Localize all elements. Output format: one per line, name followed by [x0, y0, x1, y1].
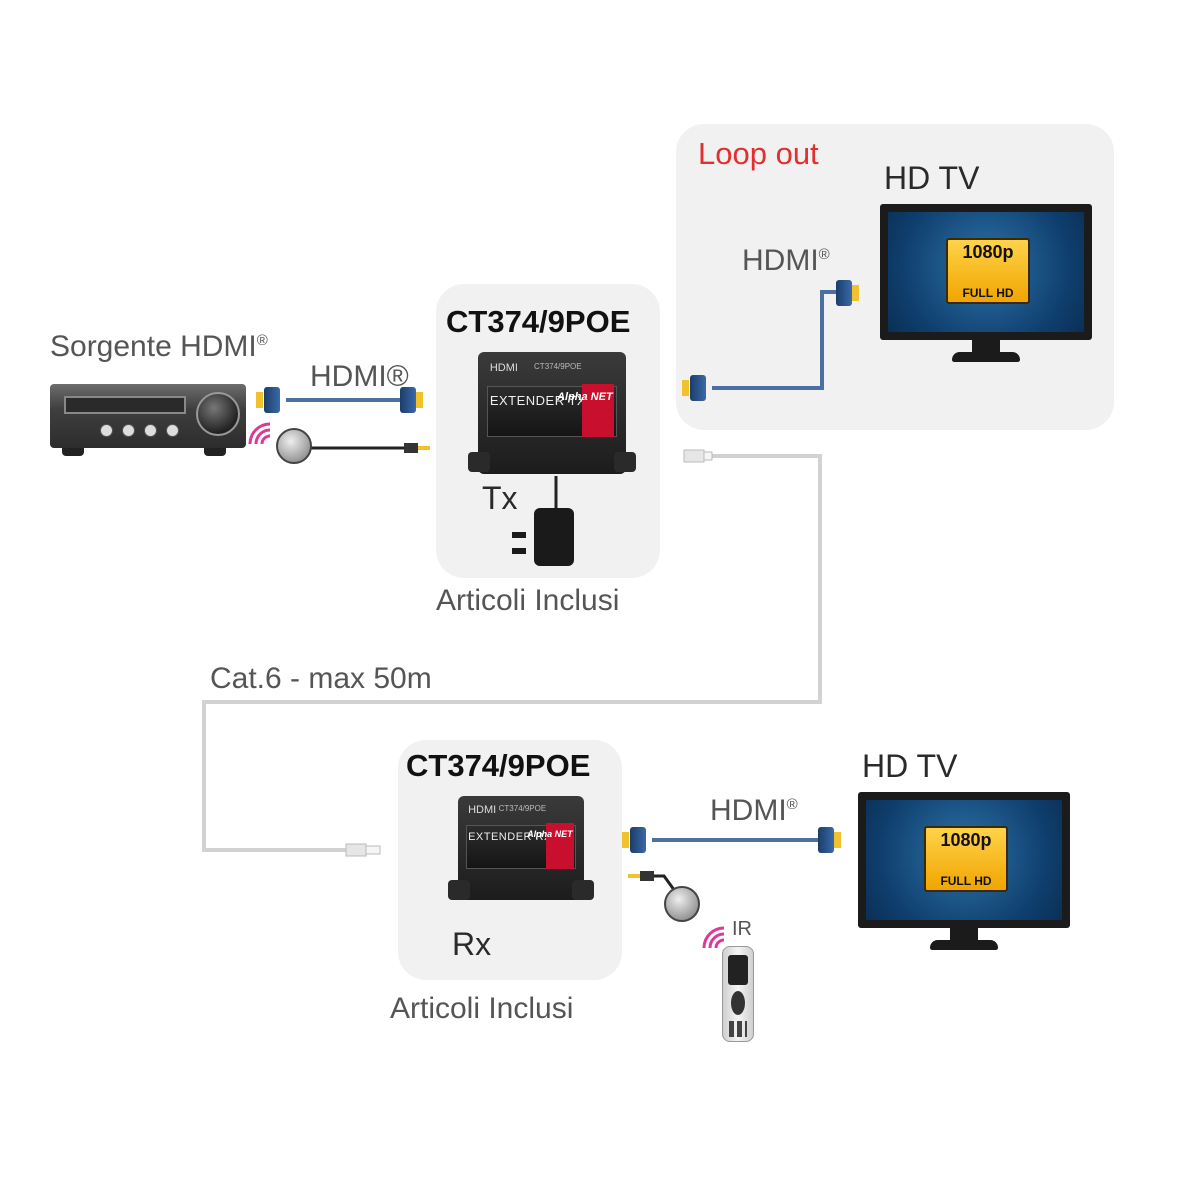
- hdmi-loop-label: HDMI®: [742, 244, 830, 278]
- hdmi-plug-tv-bottom: [818, 827, 834, 853]
- hdmi-cable-loop: [712, 290, 842, 390]
- receiver-button: [122, 424, 135, 437]
- badge-format: FULL HD: [940, 874, 992, 888]
- rj45-connector-tx: [683, 449, 713, 463]
- tx-extender-device: HDMI CT374/9POE EXTENDER TX Alpha NET: [468, 352, 636, 474]
- ir-jack-rx: [628, 871, 654, 881]
- hdmi-plug-tip: [416, 392, 423, 408]
- receiver-foot: [62, 448, 84, 456]
- adapter-prong: [512, 532, 526, 538]
- device-logo: Alpha NET: [527, 829, 573, 840]
- hdmi-plug-rx-out: [630, 827, 646, 853]
- hdmi-plug-source: [264, 387, 280, 413]
- registered-mark: ®: [256, 332, 268, 349]
- hdmi-plug-tip: [682, 380, 689, 396]
- badge-resolution: 1080p: [962, 242, 1014, 262]
- receiver-button: [144, 424, 157, 437]
- hdmi-plug-tx-in: [400, 387, 416, 413]
- rx-role-label: Rx: [452, 926, 492, 962]
- receiver-button: [100, 424, 113, 437]
- hdmi-source-link-label: HDMI®: [310, 360, 409, 393]
- tx-model-title: CT374/9POE: [446, 304, 631, 339]
- tv-stand-base: [930, 940, 998, 950]
- device-logo-block: [546, 823, 574, 869]
- remote-keys: [729, 1021, 747, 1037]
- receiver-foot: [204, 448, 226, 456]
- hdmi-loop-label-text: HDMI: [742, 244, 819, 277]
- tv-stand-neck: [972, 340, 1000, 354]
- hdtv-bottom: 1080p FULL HD: [858, 792, 1070, 928]
- device-brand: HDMI: [489, 361, 518, 374]
- device-extender-text: EXTENDER RX: [468, 831, 552, 844]
- hdmi-source-receiver: [50, 384, 246, 448]
- ir-receiver-eye-tx: [276, 428, 312, 464]
- hdmi-plug-tip: [834, 832, 841, 848]
- mount-ear: [572, 880, 594, 900]
- badge-resolution: 1080p: [940, 830, 992, 850]
- device-model-small: CT374/9POE: [498, 804, 547, 814]
- receiver-display: [64, 396, 186, 414]
- hdmi-plug-tip: [622, 832, 629, 848]
- tx-role-label: Tx: [482, 480, 518, 516]
- device-model-small: CT374/9POE: [534, 361, 582, 371]
- receiver-knob: [196, 392, 240, 436]
- registered-mark: ®: [818, 246, 830, 263]
- hdmi-plug-tip: [852, 285, 859, 301]
- device-logo: Alpha NET: [557, 391, 613, 404]
- ir-receiver-eye-rx: [664, 886, 700, 922]
- receiver-button: [166, 424, 179, 437]
- ir-jack-tx: [404, 443, 430, 453]
- rj45-connector-rx: [345, 843, 381, 857]
- power-adapter: [534, 508, 574, 566]
- hdmi-plug-loop-out: [690, 375, 706, 401]
- hdmi-rx-label: HDMI®: [710, 794, 798, 828]
- remote-dpad: [731, 991, 745, 1015]
- ir-label: IR: [732, 918, 752, 940]
- source-label-text: Sorgente HDMI: [50, 330, 257, 363]
- mount-ear: [614, 452, 636, 472]
- ir-waves-remote: [702, 926, 725, 949]
- device-extender-text: EXTENDER TX: [489, 393, 587, 409]
- loop-out-label: Loop out: [698, 136, 819, 171]
- cable-label: Cat.6 - max 50m: [210, 662, 432, 695]
- ir-waves-source: [248, 422, 271, 445]
- remote-screen: [728, 955, 748, 985]
- hdmi-rx-label-text: HDMI: [710, 794, 787, 827]
- remote-control: [722, 946, 754, 1042]
- rx-model-title: CT374/9POE: [406, 748, 591, 783]
- hdtv-bottom-label: HD TV: [862, 748, 958, 784]
- hdtv-top-label: HD TV: [884, 160, 980, 196]
- mount-ear: [468, 452, 490, 472]
- hdtv-top: 1080p FULL HD: [880, 204, 1092, 340]
- rx-included-label: Articoli Inclusi: [390, 992, 574, 1025]
- device-logo-block: [581, 383, 615, 438]
- source-label: Sorgente HDMI®: [50, 330, 268, 364]
- device-brand: HDMI: [468, 804, 497, 817]
- mount-ear: [448, 880, 470, 900]
- resolution-badge: 1080p FULL HD: [924, 826, 1008, 892]
- hdmi-plug-tip: [256, 392, 263, 408]
- rx-extender-device: HDMI CT374/9POE EXTENDER RX Alpha NET: [448, 796, 594, 900]
- tv-stand-neck: [950, 928, 978, 942]
- badge-format: FULL HD: [962, 286, 1014, 300]
- registered-mark: ®: [786, 796, 798, 813]
- adapter-prong: [512, 548, 526, 554]
- cat6-cable: [202, 454, 822, 852]
- resolution-badge: 1080p FULL HD: [946, 238, 1030, 304]
- hdmi-plug-tv-top: [836, 280, 852, 306]
- tx-included-label: Articoli Inclusi: [436, 584, 620, 617]
- tv-stand-base: [952, 352, 1020, 362]
